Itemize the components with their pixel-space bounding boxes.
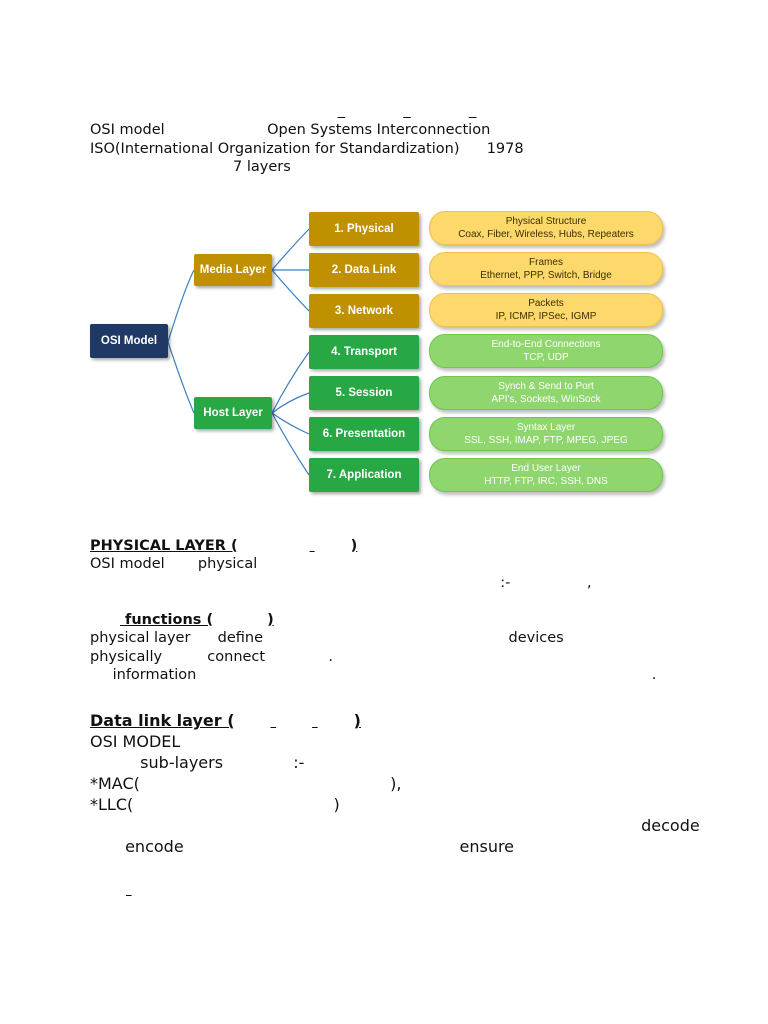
desc-physical: Physical Structure Coax, Fiber, Wireless… — [429, 211, 663, 245]
data-link-line1: OSI MODEL — [90, 732, 186, 751]
intro-line1: OSI model — [90, 122, 170, 138]
diagram-connectors — [167, 228, 310, 476]
physical-line1: OSI model — [90, 556, 170, 572]
desc-transport-detail: TCP, UDP — [523, 352, 569, 363]
desc-presentation: Syntax Layer SSL, SSH, IMAP, FTP, MPEG, … — [429, 417, 663, 451]
intro-paragraph: OSI model Open Systems Interconnection I… — [90, 121, 690, 177]
function-line3: information — [108, 667, 201, 683]
layer-application: 7. Application — [309, 458, 419, 492]
desc-application-title: End User Layer — [511, 463, 581, 474]
desc-physical-detail: Coax, Fiber, Wireless, Hubs, Repeaters — [458, 229, 634, 240]
desc-application: End User Layer HTTP, FTP, IRC, SSH, DNS — [429, 458, 663, 492]
data-link-heading: Data link layer ( ) — [90, 711, 361, 730]
layer-physical: 1. Physical — [309, 212, 419, 246]
desc-network-detail: IP, ICMP, IPSec, IGMP — [495, 311, 597, 322]
desc-session-title: Synch & Send to Port — [498, 381, 594, 392]
host-layer-node: Host Layer — [194, 397, 272, 429]
function-line2: physically — [90, 648, 167, 665]
desc-presentation-title: Syntax Layer — [516, 422, 576, 433]
functions-heading: functions () — [120, 611, 274, 628]
desc-data-link-title: Frames — [529, 257, 563, 268]
data-link-layer-section: Data link layer ( ) OSI MODEL sub-layers… — [90, 711, 700, 856]
desc-data-link: Frames Ethernet, PPP, Switch, Bridge — [429, 252, 663, 286]
desc-physical-title: Physical Structure — [505, 216, 587, 227]
desc-network: Packets IP, ICMP, IPSec, IGMP — [429, 293, 663, 327]
intro-line1-tail: Open Systems Interconnection — [262, 122, 495, 138]
layer-session: 5. Session — [309, 376, 419, 410]
physical-layer-heading: PHYSICAL LAYER ( ) — [90, 537, 358, 554]
media-layer-node: Media Layer — [194, 254, 272, 286]
layer-network: 3. Network — [309, 294, 419, 328]
layer-transport: 4. Transport — [309, 335, 419, 369]
page-title — [0, 94, 768, 124]
desc-transport-title: End-to-End Connections — [491, 339, 601, 350]
osi-model-node: OSI Model — [90, 324, 168, 358]
layer-data-link: 2. Data Link — [309, 253, 419, 287]
llc-line: *LLC( — [90, 795, 134, 814]
intro-line2-tail: 1978 — [482, 140, 529, 157]
osi-model-diagram: OSI Model Media Layer Host Layer 1. Phys… — [84, 200, 674, 500]
desc-application-detail: HTTP, FTP, IRC, SSH, DNS — [484, 476, 608, 487]
mac-line: *MAC( — [90, 774, 140, 793]
function-line1: physical layer — [90, 630, 196, 646]
desc-session: Synch & Send to Port API's, Sockets, Win… — [429, 376, 663, 410]
desc-network-title: Packets — [528, 298, 564, 309]
desc-data-link-detail: Ethernet, PPP, Switch, Bridge — [480, 270, 612, 281]
physical-layer-section: PHYSICAL LAYER ( ) OSI model physical :-… — [90, 518, 690, 685]
intro-line2: ISO(International Organization for Stand… — [90, 140, 465, 157]
desc-transport: End-to-End Connections TCP, UDP — [429, 334, 663, 368]
layer-presentation: 6. Presentation — [309, 417, 419, 451]
desc-presentation-detail: SSL, SSH, IMAP, FTP, MPEG, JPEG — [464, 435, 628, 446]
desc-session-detail: API's, Sockets, WinSock — [491, 394, 601, 405]
intro-line3-tail: 7 layers — [228, 159, 296, 175]
